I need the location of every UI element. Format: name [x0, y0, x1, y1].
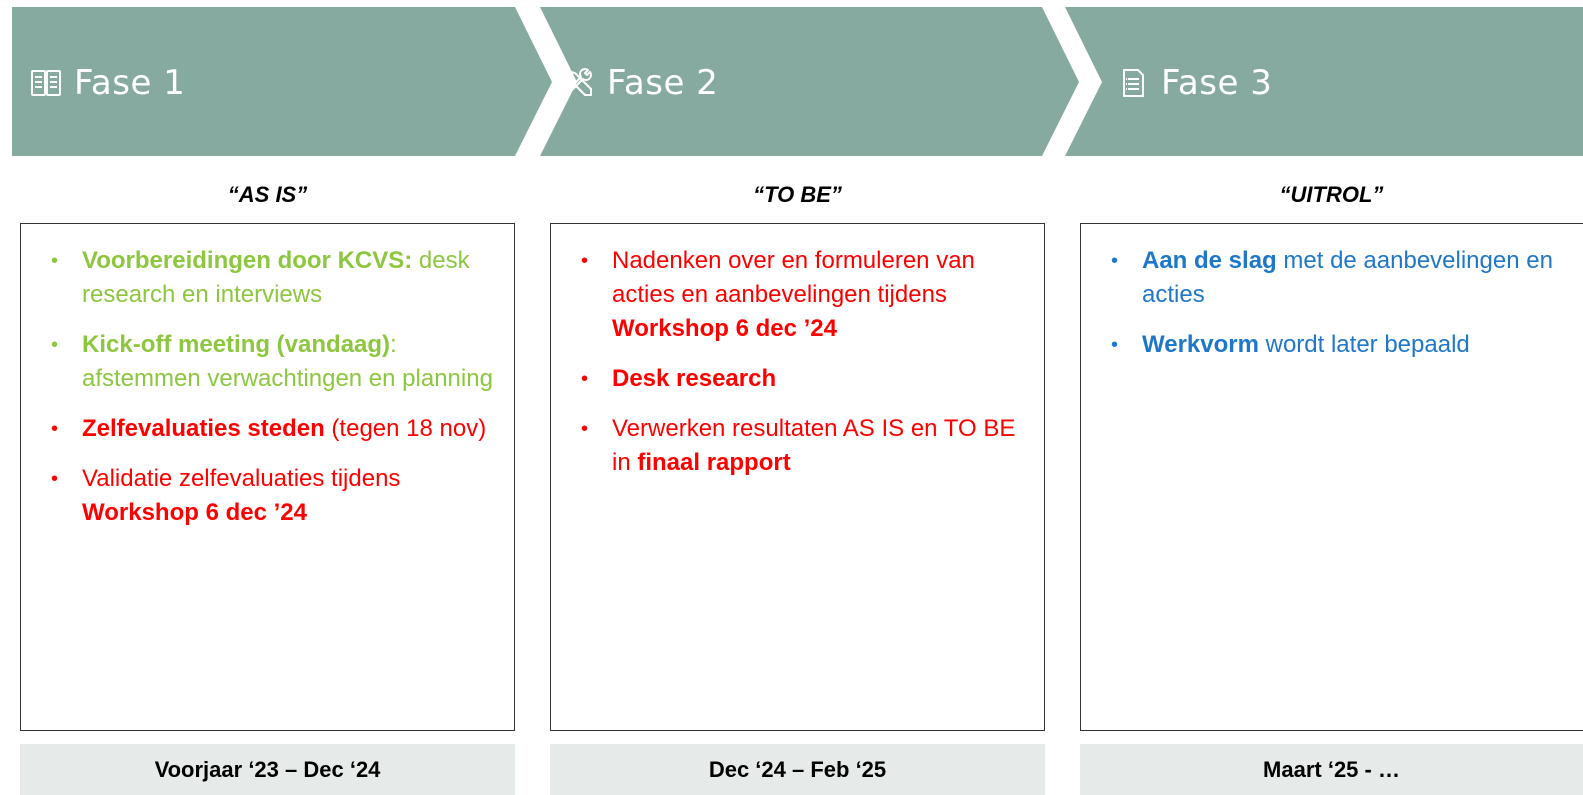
- bullet: •: [51, 250, 59, 272]
- bullet: •: [1111, 250, 1119, 272]
- phase-chevrons: [12, 7, 1583, 156]
- phase-1-period: Voorjaar ‘23 – Dec ‘24: [20, 744, 515, 795]
- phase-title: Fase 1: [74, 63, 186, 103]
- phase-2-subtitle: “TO BE”: [753, 182, 842, 207]
- list-item: • Kick-off meeting (vandaag): afstemmen …: [51, 328, 504, 396]
- list-item: • Validatie zelfevaluaties tijdens Works…: [51, 462, 504, 530]
- list-item: • Zelfevaluaties steden (tegen 18 nov): [51, 412, 504, 446]
- bullet: •: [51, 334, 59, 356]
- list-item: • Werkvorm wordt later bepaald: [1111, 328, 1573, 362]
- phase-2-box: • Nadenken over en formuleren van acties…: [550, 223, 1045, 731]
- phase-2-period: Dec ‘24 – Feb ‘25: [550, 744, 1045, 795]
- phase-1-label: Fase 1: [30, 58, 185, 108]
- chevron-fase-2: [540, 7, 1079, 156]
- list-item: • Verwerken resultaten AS IS en TO BE in…: [581, 412, 1034, 480]
- phase-2-label: Fase 2: [563, 58, 718, 108]
- bullet: •: [581, 418, 589, 440]
- bullet: •: [51, 418, 59, 440]
- phase-title: Fase 3: [1161, 63, 1273, 103]
- list-item: • Desk research: [581, 362, 1034, 396]
- phase-title: Fase 2: [607, 63, 719, 103]
- open-book-icon: [30, 67, 62, 99]
- phase-3-subtitle: “UITROL”: [1279, 182, 1384, 207]
- phase-3-box: • Aan de slag met de aanbevelingen en ac…: [1080, 223, 1583, 731]
- bullet: •: [1111, 334, 1119, 356]
- chevron-fase-3: [1065, 7, 1583, 156]
- chevron-fase-1: [12, 7, 552, 156]
- bullet: •: [581, 368, 589, 390]
- list-item: • Nadenken over en formuleren van acties…: [581, 244, 1034, 346]
- bullet: •: [581, 250, 589, 272]
- document-list-icon: [1117, 67, 1149, 99]
- list-item: • Voorbereidingen door KCVS: desk resear…: [51, 244, 504, 312]
- phase-1-box: • Voorbereidingen door KCVS: desk resear…: [20, 223, 515, 731]
- phase-3-period: Maart ‘25 - …: [1080, 744, 1583, 795]
- bullet: •: [51, 468, 59, 490]
- list-item: • Aan de slag met de aanbevelingen en ac…: [1111, 244, 1573, 312]
- phase-3-label: Fase 3: [1117, 58, 1272, 108]
- phase-1-subtitle: “AS IS”: [227, 182, 308, 207]
- tools-icon: [563, 67, 595, 99]
